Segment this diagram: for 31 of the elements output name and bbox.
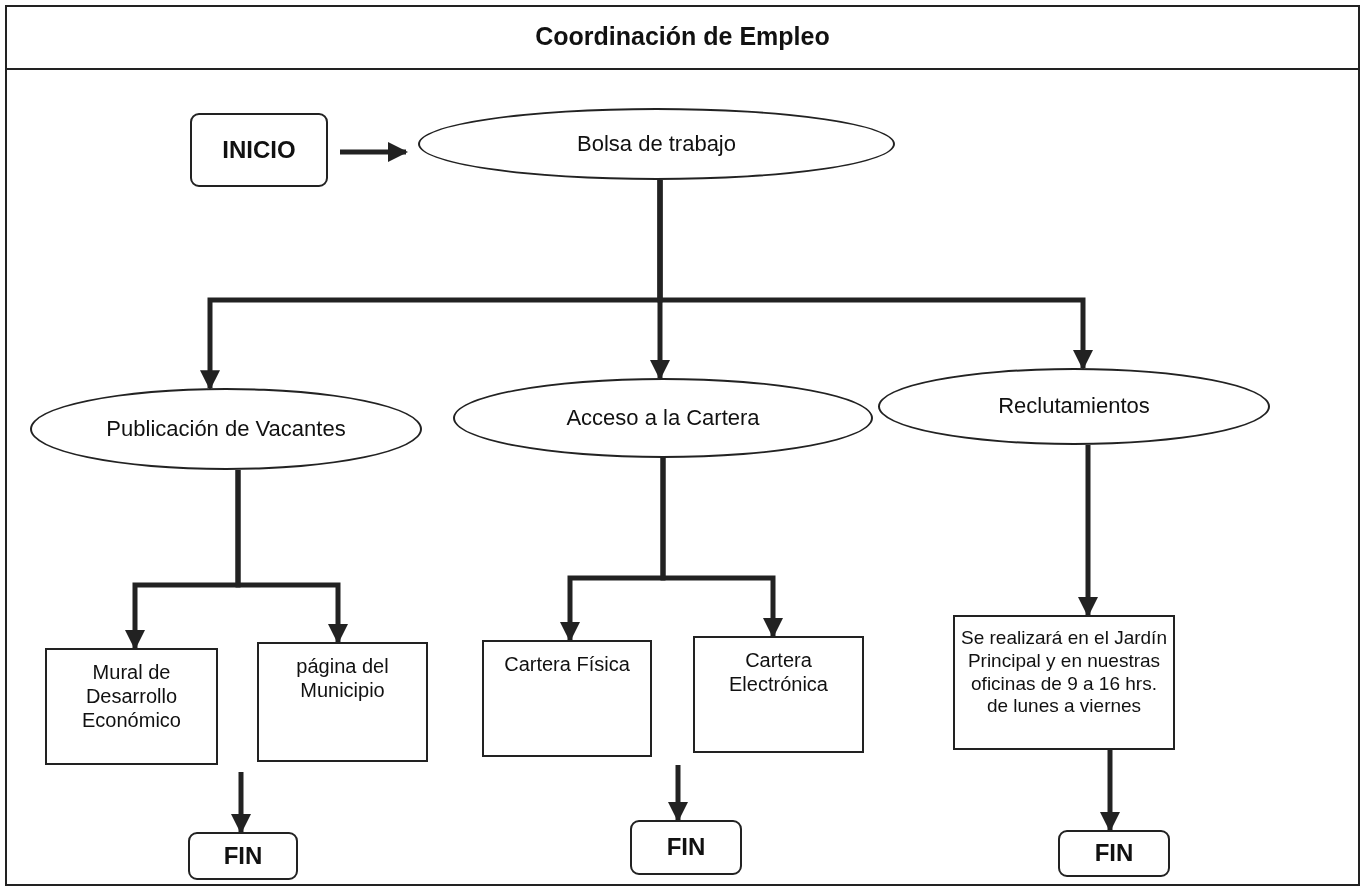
arrow bbox=[231, 772, 251, 834]
node-label: Mural de Desarrollo Económico bbox=[81, 660, 182, 732]
node-label: Bolsa de trabajo bbox=[577, 130, 736, 158]
arrow bbox=[235, 470, 348, 644]
arrow bbox=[660, 458, 783, 638]
node-label: FIN bbox=[1094, 839, 1134, 868]
node-label: FIN bbox=[223, 841, 263, 871]
process-box bbox=[482, 640, 652, 757]
node-label: FIN bbox=[666, 833, 706, 862]
terminal-box bbox=[188, 832, 298, 880]
node-label: Cartera Electrónica bbox=[728, 648, 829, 696]
node-label: INICIO bbox=[222, 135, 296, 165]
terminal-box bbox=[190, 113, 328, 187]
node-label: página del Municipio bbox=[295, 654, 390, 702]
arrow bbox=[668, 765, 688, 822]
arrow bbox=[1100, 750, 1120, 832]
process-box bbox=[953, 615, 1175, 750]
node-label: Reclutamientos bbox=[998, 393, 1150, 420]
diagram-title: Coordinación de Empleo bbox=[535, 22, 830, 51]
node-label: Cartera Física bbox=[504, 652, 630, 676]
process-box bbox=[693, 636, 864, 753]
node-label: Acceso a la Cartera bbox=[566, 404, 760, 432]
process-box bbox=[45, 648, 218, 765]
arrow bbox=[1078, 445, 1098, 617]
arrow bbox=[340, 142, 408, 162]
process-box bbox=[257, 642, 428, 762]
arrow bbox=[657, 180, 1093, 371]
node-label: Se realizará en el Jardín Principal y en nuestras oficinas de 9 a 16 hrs. de lunes a viernes bbox=[961, 627, 1167, 719]
node-label: Publicación de Vacantes bbox=[106, 415, 346, 443]
terminal-box bbox=[630, 820, 742, 875]
terminal-box bbox=[1058, 830, 1170, 877]
